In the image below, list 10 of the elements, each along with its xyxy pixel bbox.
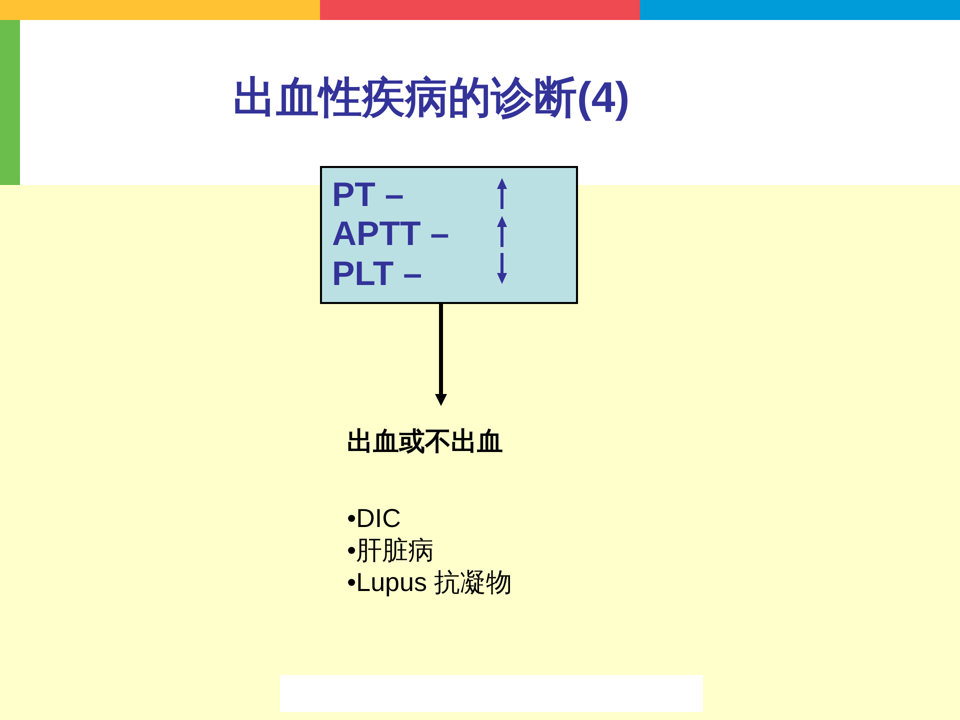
test-label: PT – bbox=[332, 175, 404, 215]
test-label: PLT – bbox=[332, 254, 422, 294]
list-item: •肝脏病 bbox=[347, 534, 434, 566]
test-label: APTT – bbox=[332, 214, 450, 254]
arrow bbox=[435, 304, 447, 406]
outcome-heading: 出血或不出血 bbox=[347, 426, 503, 457]
list-item: •DIC bbox=[347, 502, 401, 534]
slide-title: 出血性疾病的诊断(4) bbox=[233, 73, 630, 124]
list-item: •Lupus 抗凝物 bbox=[347, 566, 512, 598]
test-panel bbox=[320, 166, 578, 304]
